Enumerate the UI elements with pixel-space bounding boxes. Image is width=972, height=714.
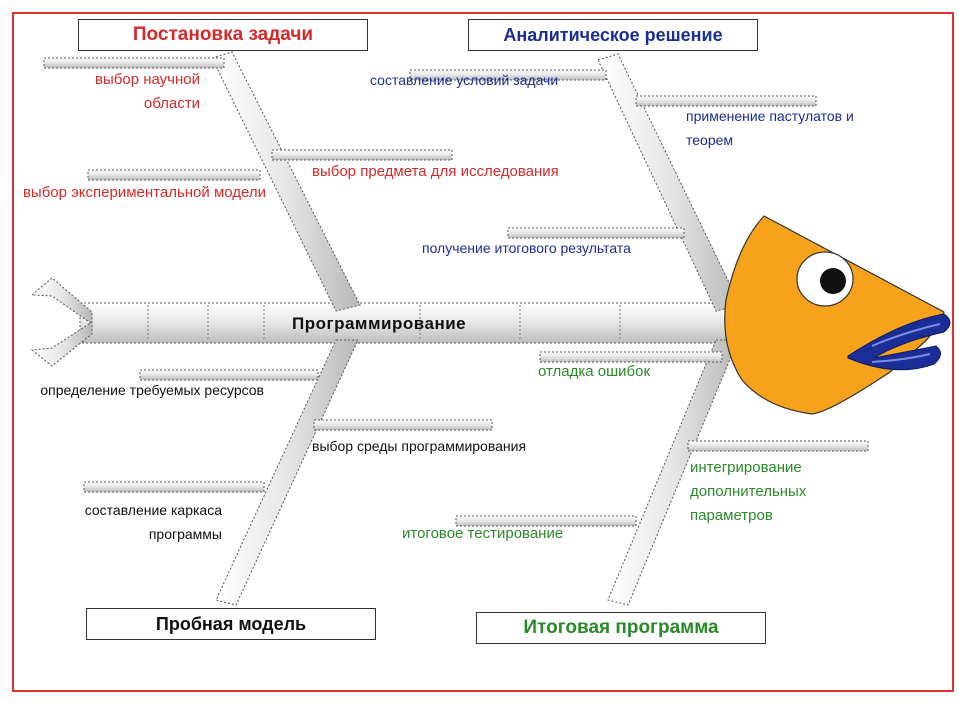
analytic-item-2: применение пастулатов и теорем	[686, 108, 854, 148]
bone-model	[215, 339, 359, 606]
bone-analytic	[597, 53, 741, 312]
fish-tail	[30, 277, 93, 367]
category-problem-title: Постановка задачи	[78, 19, 368, 51]
fish-head	[724, 215, 951, 415]
category-final-title: Итоговая программа	[476, 612, 766, 644]
model-item-2: выбор среды программирования	[312, 438, 527, 454]
model-item-1: определение требуемых ресурсов	[40, 382, 264, 398]
problem-item-3: выбор предмета для исследования	[312, 163, 559, 180]
diagram-frame	[12, 12, 954, 692]
category-model-title: Пробная модель	[86, 608, 376, 640]
final-item-1: отладка ошибок	[538, 363, 651, 380]
sub-bones	[43, 57, 869, 527]
analytic-item-3: получение итогового результата	[422, 240, 631, 256]
bone-problem	[211, 51, 361, 312]
spine	[79, 302, 731, 344]
problem-item-2: выбор экспериментальной модели	[22, 184, 266, 201]
final-item-2: интегрирование дополнительных параметров	[690, 459, 807, 524]
category-analytic-title: Аналитическое решение	[468, 19, 758, 51]
central-label: Программирование	[292, 314, 467, 333]
final-item-3: итоговое тестирование	[402, 525, 564, 542]
problem-item-1: выбор научной области	[95, 71, 200, 112]
model-item-3: составление каркаса программы	[84, 502, 222, 542]
analytic-item-1: составление условий задачи	[370, 72, 559, 88]
bone-final	[607, 339, 739, 606]
